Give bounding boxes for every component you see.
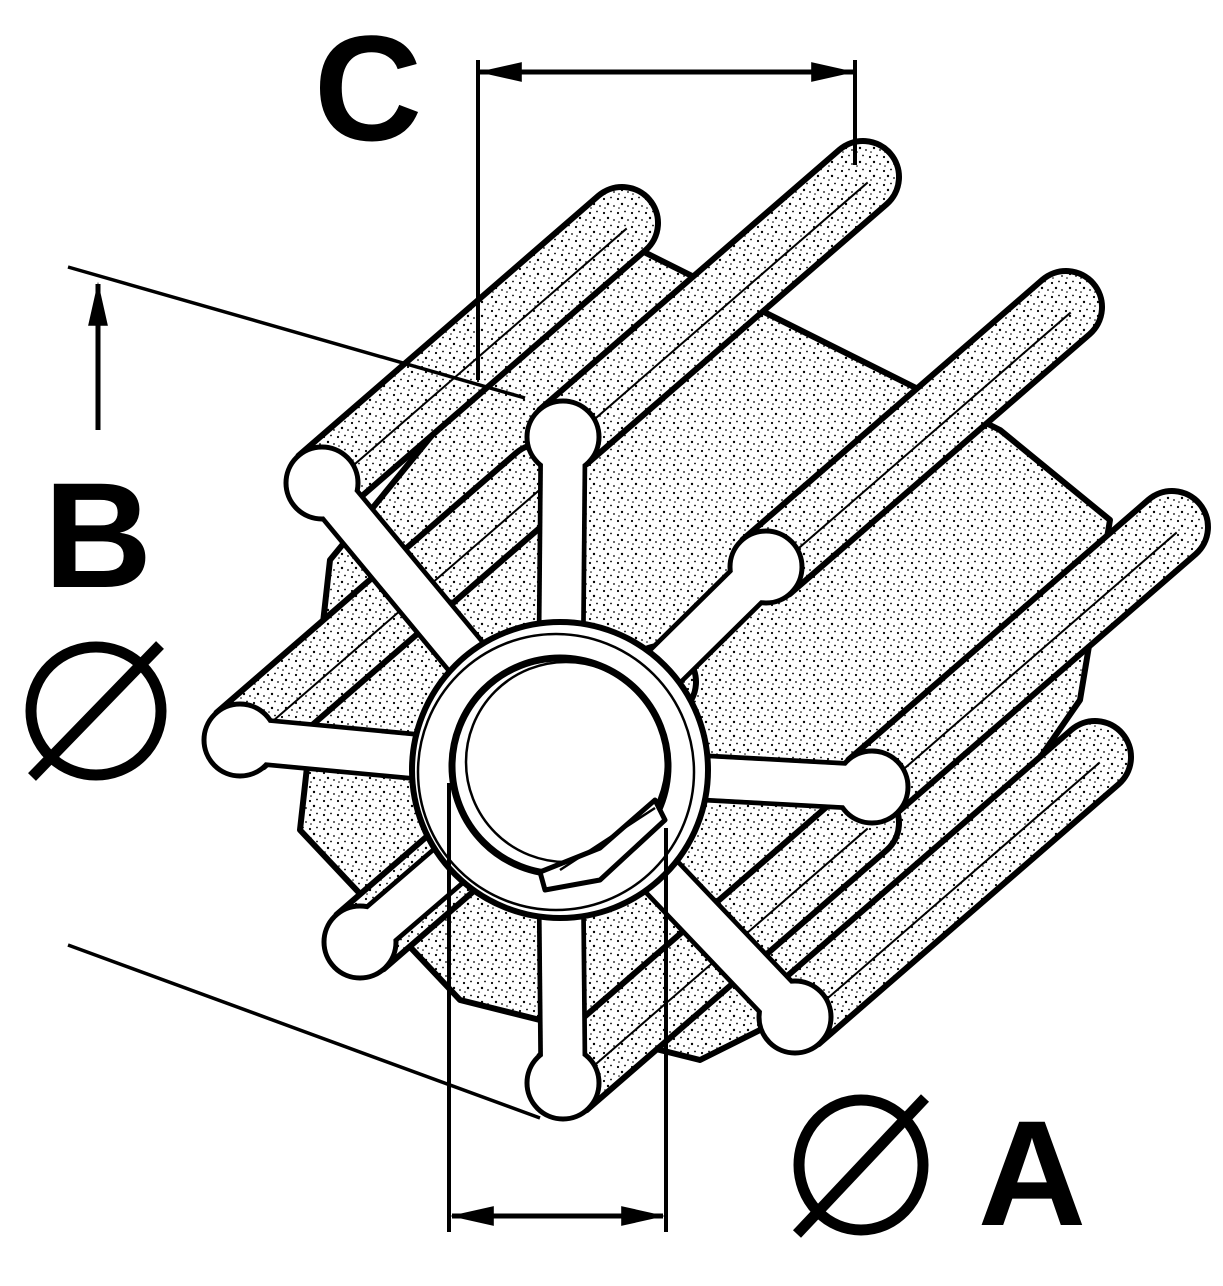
impeller-vane: [201, 701, 426, 782]
impeller-vane: [641, 528, 805, 690]
diameter-icon: [792, 1094, 930, 1238]
impeller-rib: [845, 488, 1211, 818]
diameter-icon: [25, 641, 167, 781]
label-c: C: [314, 4, 422, 172]
impeller-rib: [536, 138, 902, 468]
impeller-front-face: [201, 398, 911, 1122]
impeller-rib: [739, 268, 1105, 598]
impeller-hub-inner-ring: [416, 632, 696, 912]
impeller-vane: [524, 398, 602, 633]
dimension-b-leader-top: [67, 265, 526, 400]
label-a: A: [978, 1089, 1086, 1257]
impeller-vane: [524, 907, 602, 1122]
dimension-lines: [67, 60, 857, 1232]
impeller-vane: [321, 842, 471, 981]
impeller-vane: [696, 748, 911, 826]
dimension-b-leader-bottom: [67, 943, 541, 1120]
impeller-vane: [283, 444, 491, 679]
label-b: B: [44, 451, 152, 619]
impeller-rib: [768, 718, 1134, 1048]
impeller-body: [201, 138, 1211, 1122]
